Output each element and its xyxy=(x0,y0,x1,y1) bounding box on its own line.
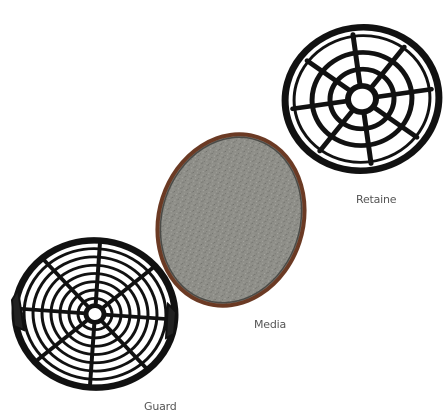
guard-grille xyxy=(10,235,180,393)
retainer-label: Retaine xyxy=(356,193,396,206)
retainer-grille xyxy=(276,17,446,180)
guard-label: Guard xyxy=(144,400,177,413)
filter-media xyxy=(136,115,327,325)
media-label: Media xyxy=(254,318,286,331)
guard-tab-right xyxy=(166,304,176,338)
